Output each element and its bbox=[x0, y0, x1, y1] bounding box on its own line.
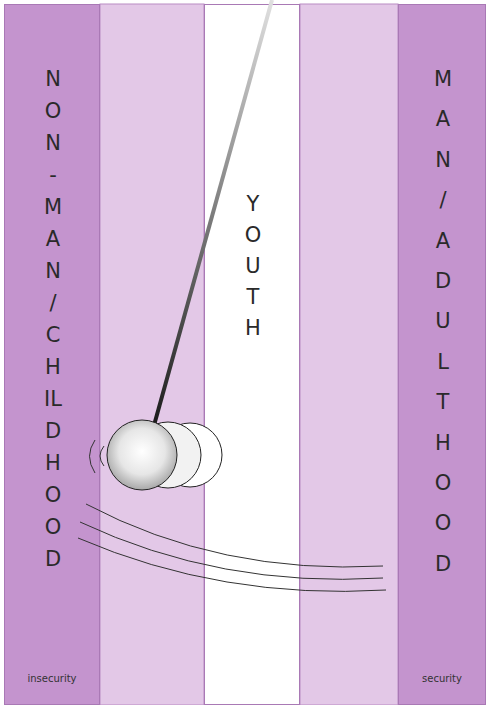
light-band bbox=[300, 4, 398, 705]
youth-band: YOUTH bbox=[204, 4, 300, 705]
ghost-bob bbox=[158, 423, 222, 487]
motion-lines bbox=[78, 440, 386, 591]
ghost-bob bbox=[135, 422, 201, 488]
stacked-label: YOUTH bbox=[243, 189, 263, 344]
light-band bbox=[100, 4, 204, 705]
state-label: security bbox=[399, 673, 485, 684]
pendulum-bob bbox=[107, 420, 177, 490]
state-label: insecurity bbox=[5, 673, 99, 684]
adulthood-band: MAN/ADULTHOOD security bbox=[398, 4, 486, 705]
stacked-label: MAN/ADULTHOOD bbox=[433, 59, 453, 584]
childhood-band: NON-MAN/CHILDHOOD insecurity bbox=[4, 4, 100, 705]
pendulum-rod bbox=[148, 0, 272, 447]
stacked-label: NON-MAN/CHILDHOOD bbox=[43, 63, 63, 575]
